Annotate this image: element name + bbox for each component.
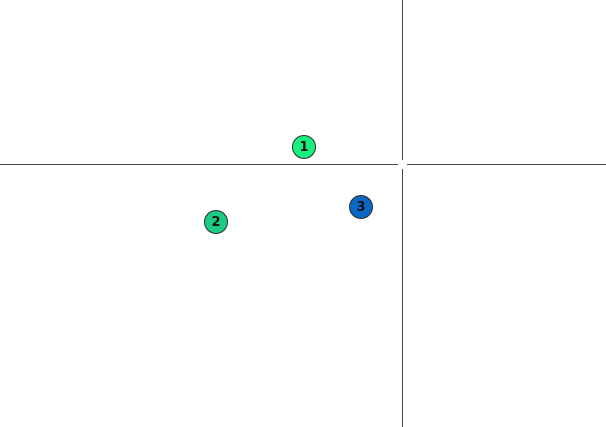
crosshair-horizontal-right (407, 164, 606, 165)
marker-2-label: 2 (211, 214, 221, 230)
marker-3-label: 3 (356, 199, 366, 215)
marker-1-label: 1 (299, 139, 309, 155)
marker-1[interactable]: 1 (292, 135, 316, 159)
marker-3[interactable]: 3 (349, 195, 373, 219)
crosshair-vertical-bottom (402, 169, 403, 427)
crosshair-vertical-top (402, 0, 403, 160)
marker-2[interactable]: 2 (204, 210, 228, 234)
crosshair-horizontal-left (0, 164, 398, 165)
